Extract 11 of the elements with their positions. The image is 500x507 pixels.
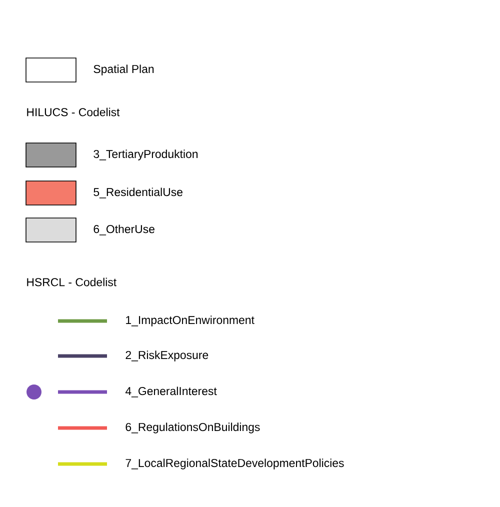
- legend-label: 4_GeneralInterest: [125, 386, 217, 398]
- legend-label: 2_RiskExposure: [126, 350, 208, 362]
- legend-label: 7_LocalRegionalStateDevelopmentPolicies: [126, 458, 344, 470]
- legend-label: 3_TertiaryProduktion: [94, 150, 198, 160]
- legend-label: 6_OtherUse: [94, 224, 154, 236]
- legend-label: 5_ResidentialUse: [94, 188, 182, 198]
- heading: HSRCL - Codelist: [27, 278, 116, 286]
- heading: HILUCS - Codelist: [27, 108, 120, 116]
- legend-label: 1_ImpactOnEnwironment: [126, 316, 254, 326]
- legend-label: 6_RegulationsOnBuildings: [126, 422, 260, 434]
- legend-label: Spatial Plan: [94, 64, 154, 76]
